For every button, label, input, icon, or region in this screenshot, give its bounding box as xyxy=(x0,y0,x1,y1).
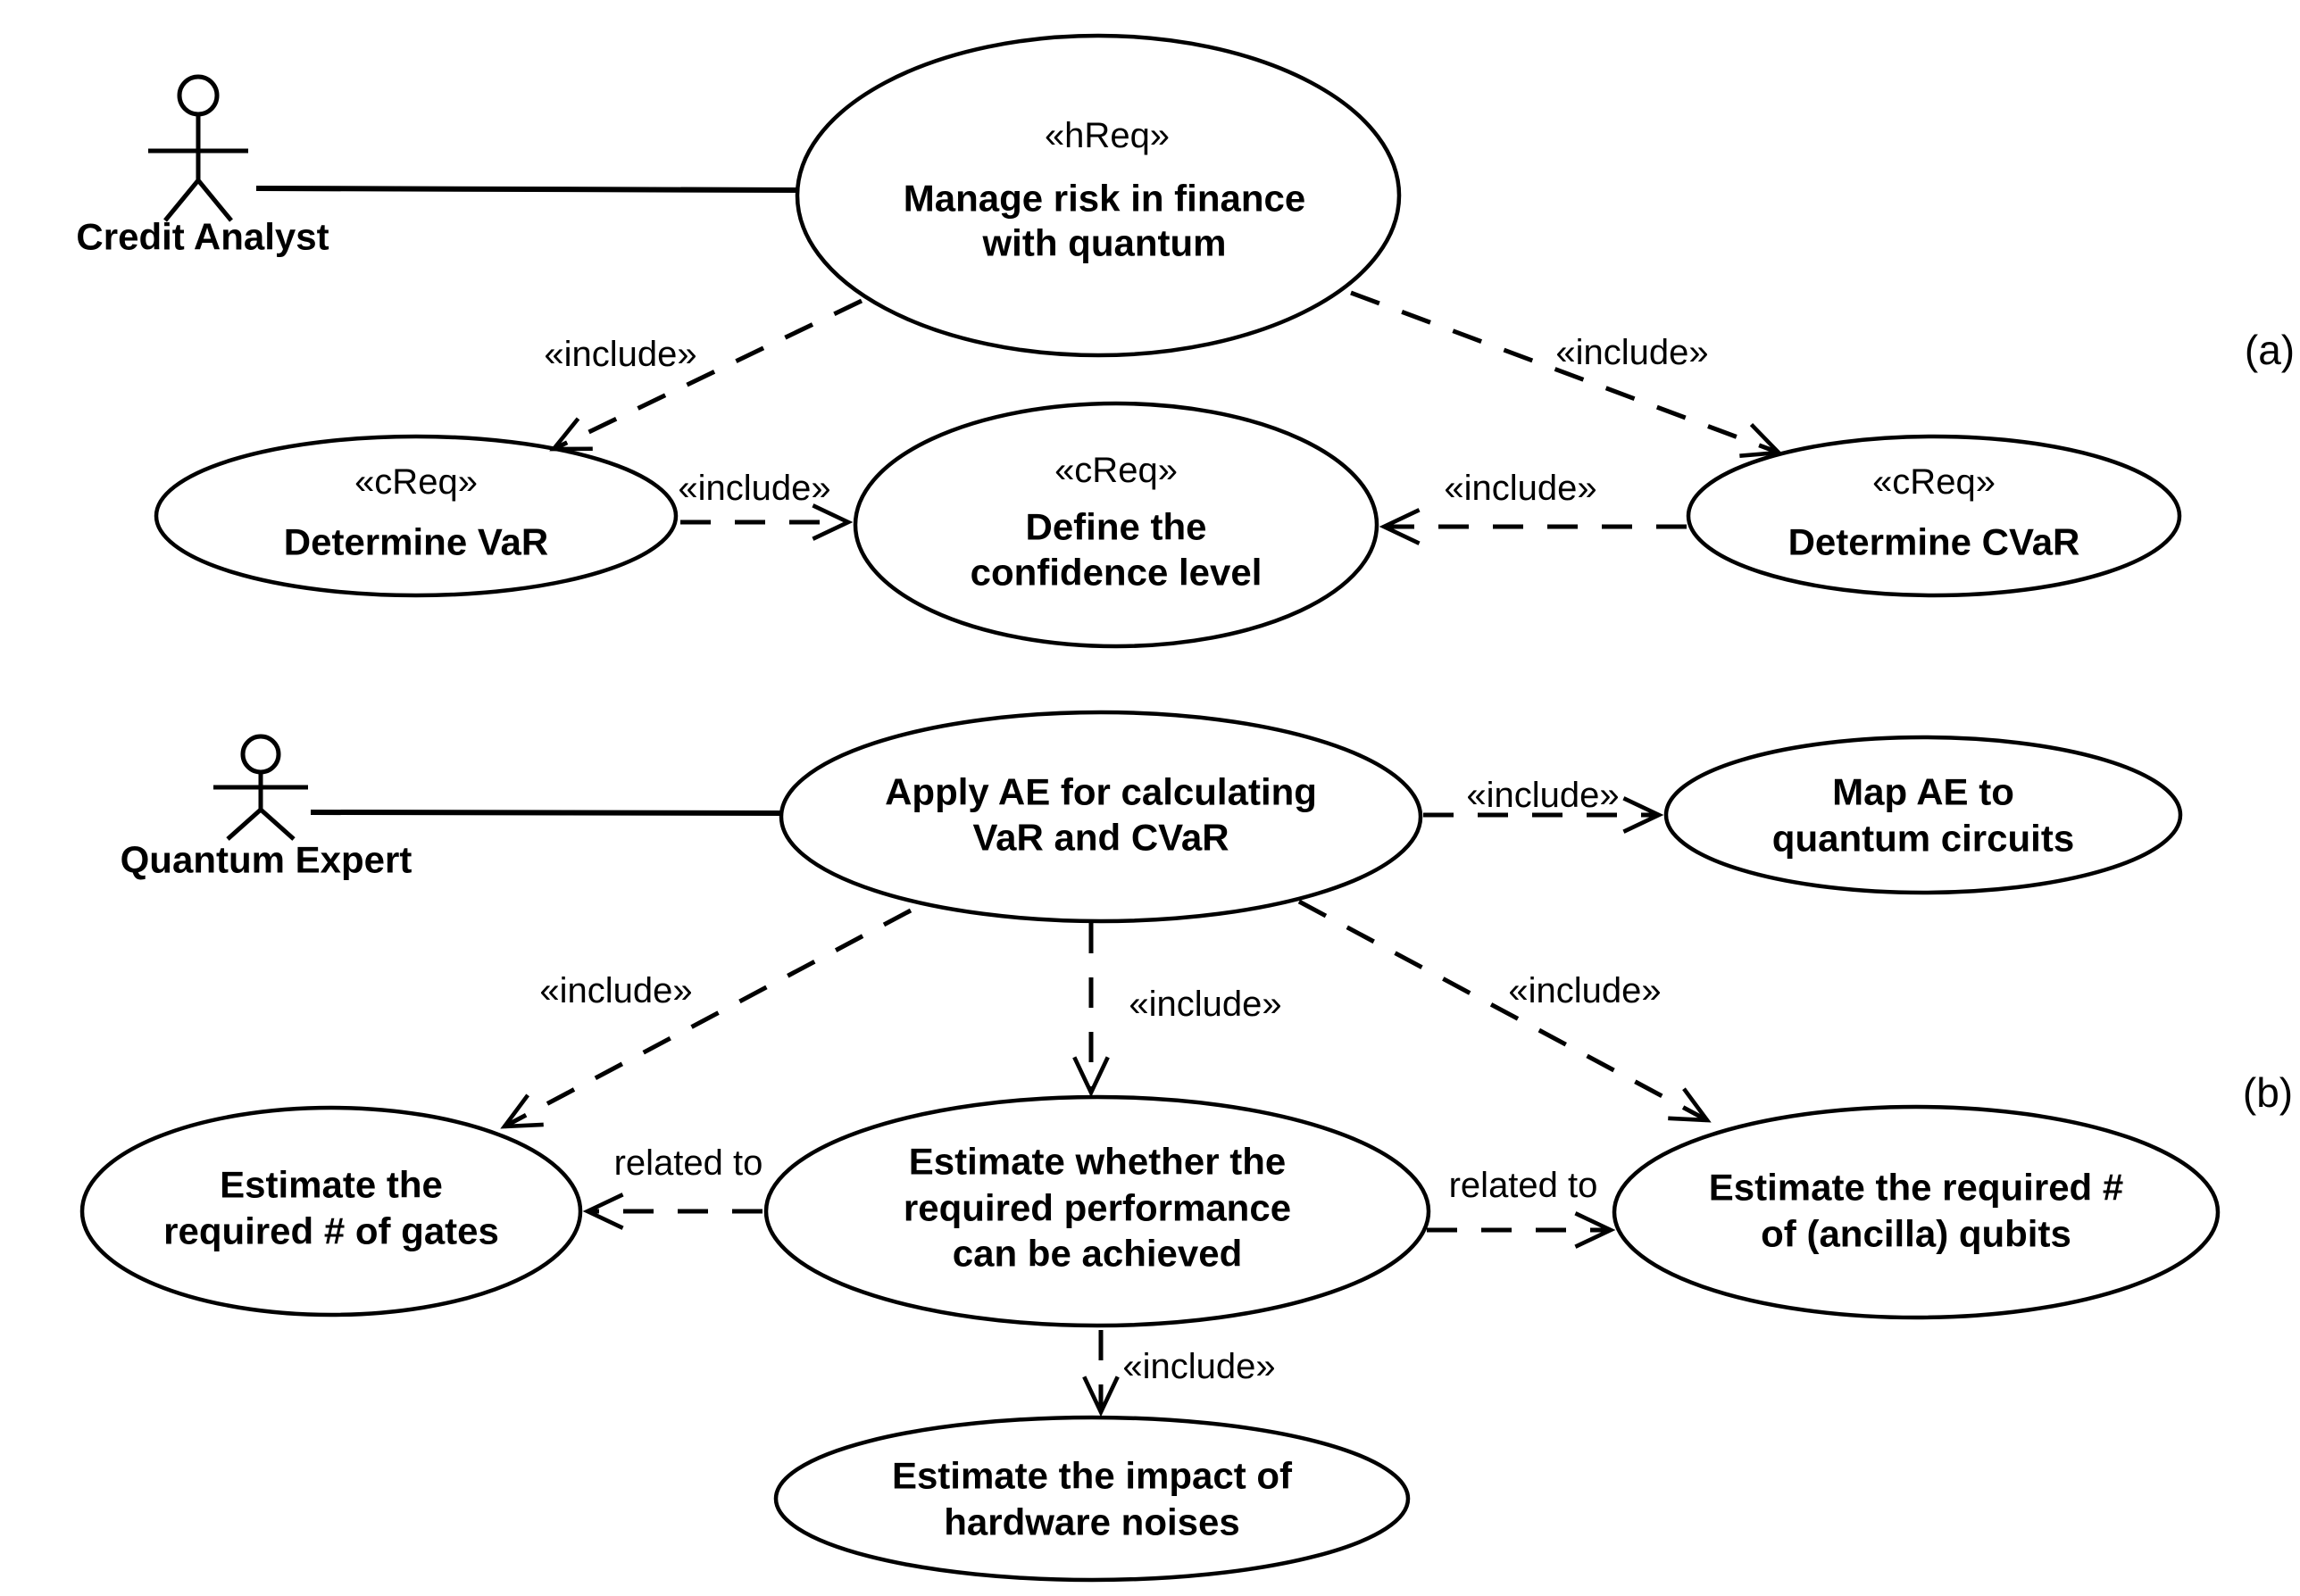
usecase-name-line: with quantum xyxy=(982,222,1227,264)
connector-label: «include» xyxy=(1122,1347,1275,1386)
connector-label: «include» xyxy=(1466,776,1619,815)
actor-leg-icon xyxy=(226,808,262,841)
usecase-ellipse xyxy=(1663,735,2183,895)
actor-leg-icon xyxy=(196,179,233,222)
include-connector-performance-to-noise: «include» xyxy=(1082,1330,1276,1417)
usecase-name-line: Determine VaR xyxy=(284,521,548,563)
usecase-ellipse xyxy=(779,710,1423,924)
include-connector-apply-to-map: «include» xyxy=(1423,776,1664,834)
usecase-estimate-gates: Estimate the required # of gates xyxy=(79,1105,583,1318)
association-credit-analyst-manage-risk xyxy=(255,186,800,193)
usecase-manage-risk: «hReq» Manage risk in finance with quant… xyxy=(795,33,1402,358)
usecase-define-confidence-level: «cReq» Define the confidence level xyxy=(853,401,1379,649)
include-connector-cvar-to-confidence: «include» xyxy=(1379,469,1687,545)
association-quantum-expert-apply-ae xyxy=(310,810,784,816)
include-connector-manage-to-cvar: «include» xyxy=(1350,290,1784,458)
usecase-stereotype: «cReq» xyxy=(1054,451,1178,490)
connector-label: related to xyxy=(614,1143,763,1183)
usecase-stereotype: «cReq» xyxy=(354,462,478,502)
connector-label: «include» xyxy=(1444,469,1596,508)
usecase-ellipse xyxy=(773,1415,1411,1583)
related-to-connector-performance-to-qubits: related to xyxy=(1427,1166,1616,1249)
dashed-arrow xyxy=(1350,290,1784,458)
actor-quantum-expert-label: Quantum Expert xyxy=(121,839,412,881)
connector-label: «include» xyxy=(539,971,692,1010)
part-a-label: (a) xyxy=(2245,327,2295,373)
usecase-ellipse xyxy=(853,401,1379,649)
usecase-name-line: Estimate the impact of xyxy=(892,1455,1293,1497)
connector-label: «include» xyxy=(1555,333,1708,372)
related-to-connector-performance-to-gates: related to xyxy=(582,1143,763,1230)
dashed-arrow xyxy=(549,298,863,452)
dashed-arrow xyxy=(500,908,912,1129)
usecase-name-line: Apply AE for calculating xyxy=(885,771,1317,813)
usecase-name-line: Define the xyxy=(1025,506,1206,548)
usecase-name-line: required # of gates xyxy=(163,1210,499,1252)
actor-quantum-expert: Quantum Expert xyxy=(121,734,412,881)
usecase-name-line: required performance xyxy=(904,1187,1291,1229)
actor-head-icon xyxy=(177,74,220,117)
include-connector-apply-to-performance: «include» xyxy=(1072,923,1282,1098)
usecase-determine-cvar: «cReq» Determine CVaR xyxy=(1686,434,2182,598)
usecase-name-line: Estimate the xyxy=(220,1164,443,1206)
usecase-estimate-noise: Estimate the impact of hardware noises xyxy=(773,1415,1411,1583)
actor-head-icon xyxy=(240,734,281,775)
usecase-name-line: VaR and CVaR xyxy=(972,817,1229,859)
actor-credit-analyst: Credit Analyst xyxy=(76,74,329,258)
part-b-label: (b) xyxy=(2243,1069,2293,1116)
usecase-name-line: of (ancilla) qubits xyxy=(1761,1213,2071,1255)
usecase-name-line: can be achieved xyxy=(953,1233,1243,1275)
usecase-ellipse xyxy=(1686,434,2182,598)
connector-label: «include» xyxy=(678,469,830,508)
dashed-arrow xyxy=(1297,899,1712,1123)
usecase-ellipse xyxy=(795,33,1402,358)
usecase-name-line: quantum circuits xyxy=(1772,818,2074,860)
include-connector-apply-to-gates: «include» xyxy=(500,908,912,1129)
connector-label: «include» xyxy=(1508,971,1661,1010)
usecase-stereotype: «hReq» xyxy=(1045,116,1170,155)
include-connector-var-to-confidence: «include» xyxy=(678,469,854,541)
usecase-name-line: Determine CVaR xyxy=(1788,521,2080,563)
actor-leg-icon xyxy=(259,808,296,841)
usecase-name-line: hardware noises xyxy=(944,1501,1239,1543)
connector-label: «include» xyxy=(544,335,696,374)
usecase-estimate-qubits: Estimate the required # of (ancilla) qub… xyxy=(1612,1104,2221,1320)
include-connector-apply-to-qubits: «include» xyxy=(1297,899,1712,1123)
usecase-map-ae: Map AE to quantum circuits xyxy=(1663,735,2183,895)
actor-credit-analyst-label: Credit Analyst xyxy=(76,216,329,258)
usecase-apply-ae: Apply AE for calculating VaR and CVaR xyxy=(779,710,1423,924)
usecase-ellipse xyxy=(79,1105,583,1318)
actor-leg-icon xyxy=(163,179,200,222)
usecase-name-line: Manage risk in finance xyxy=(904,178,1305,220)
usecase-name-line: Map AE to xyxy=(1832,771,2014,813)
usecase-determine-var: «cReq» Determine VaR xyxy=(154,434,679,598)
usecase-estimate-performance: Estimate whether the required performanc… xyxy=(763,1094,1431,1328)
connector-label: «include» xyxy=(1129,985,1281,1024)
include-connector-manage-to-var: «include» xyxy=(544,298,863,452)
usecase-name-line: confidence level xyxy=(971,552,1262,594)
connector-label: related to xyxy=(1449,1166,1598,1205)
usecase-name-line: Estimate the required # xyxy=(1709,1167,2123,1209)
usecase-name-line: Estimate whether the xyxy=(909,1141,1286,1183)
usecase-stereotype: «cReq» xyxy=(1872,462,1996,502)
usecase-ellipse xyxy=(154,434,679,598)
